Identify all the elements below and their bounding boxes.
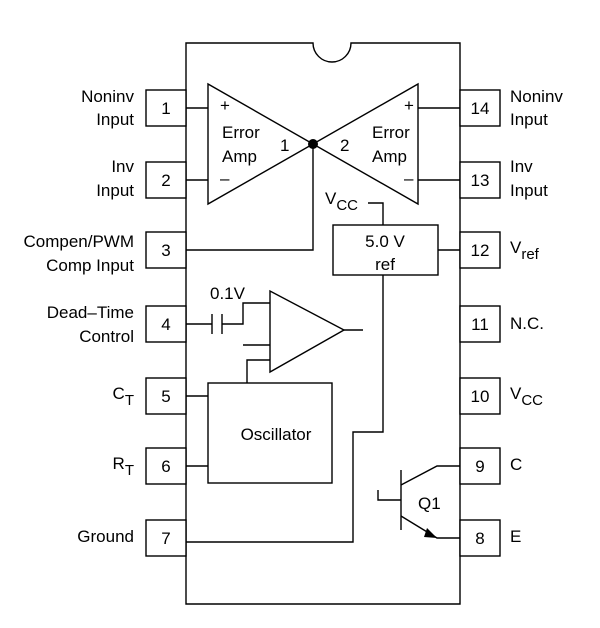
error-amp-2-symbol [311, 82, 419, 206]
pin-14-label-line1: Noninv [510, 87, 563, 106]
vcc-label: VCC [325, 189, 358, 214]
pin-9-number: 9 [475, 457, 484, 476]
pin-9-label: C [510, 455, 522, 474]
transistor-emitter-arrow [424, 528, 437, 538]
error-amp-1-minus: – [220, 169, 230, 188]
pin-3-label-line1: Compen/PWM [23, 232, 134, 251]
pin-2-label-line1: Inv [111, 157, 134, 176]
pin-4-label-line2: Control [79, 327, 134, 346]
pin-8-label: E [510, 527, 521, 546]
left-pin-boxes [145, 89, 187, 557]
dead-time-comparator-symbol [269, 289, 346, 374]
pin-1-label-line1: Noninv [81, 87, 134, 106]
pin-11-number: 11 [471, 315, 489, 334]
pin-1-label-line2: Input [96, 110, 134, 129]
error-amp-1-plus: + [220, 96, 230, 115]
reference-regulator-box [332, 224, 439, 276]
pin-6-number: 6 [161, 457, 170, 476]
error-amp-2-minus: – [404, 169, 414, 188]
oscillator-label: Oscillator [241, 425, 312, 444]
ic-package-outline [185, 42, 461, 605]
error-amp-2-index: 2 [340, 136, 349, 155]
transistor-q1-label: Q1 [418, 494, 441, 513]
error-amp-1-symbol [207, 82, 315, 206]
pin-7-number: 7 [161, 529, 170, 548]
pin-13-label-line1: Inv [510, 157, 533, 176]
pin-14-label-line2: Input [510, 110, 548, 129]
pin-3-label-line2: Comp Input [46, 256, 134, 275]
pin-8-number: 8 [475, 529, 484, 548]
pin-7-label: Ground [77, 527, 134, 546]
error-amp-2-label-line1: Error [372, 123, 410, 142]
pin-3-number: 3 [161, 241, 170, 260]
wires [186, 107, 460, 543]
error-amp-2-plus: + [404, 96, 414, 115]
pin-13-number: 13 [471, 171, 490, 190]
pin-12-label: Vref [510, 238, 540, 263]
error-amp-2-label-line2: Amp [372, 147, 407, 166]
pin-4-number: 4 [161, 315, 170, 334]
error-amp-1-label-line2: Amp [222, 147, 257, 166]
pin-2-number: 2 [161, 171, 170, 190]
ref-box-line1: 5.0 V [365, 232, 405, 251]
pin-6-label: RT [113, 454, 134, 479]
pin-10-label: VCC [510, 384, 543, 409]
pin-1-number: 1 [161, 99, 170, 118]
oscillator-box [207, 382, 333, 484]
error-amp-1-label-line1: Error [222, 123, 260, 142]
pin-2-label-line2: Input [96, 181, 134, 200]
pin-10-number: 10 [471, 387, 490, 406]
pin-5-number: 5 [161, 387, 170, 406]
pin-13-label-line2: Input [510, 181, 548, 200]
pin-5-label: CT [113, 384, 134, 409]
pin-12-number: 12 [471, 241, 490, 260]
pin-4-label-line1: Dead–Time [47, 303, 134, 322]
ref-box-line2: ref [375, 255, 395, 274]
pin-14-number: 14 [471, 99, 490, 118]
pin-11-label: N.C. [510, 314, 544, 333]
capacitor-label: 0.1V [210, 284, 246, 303]
error-amp-1-index: 1 [280, 136, 289, 155]
